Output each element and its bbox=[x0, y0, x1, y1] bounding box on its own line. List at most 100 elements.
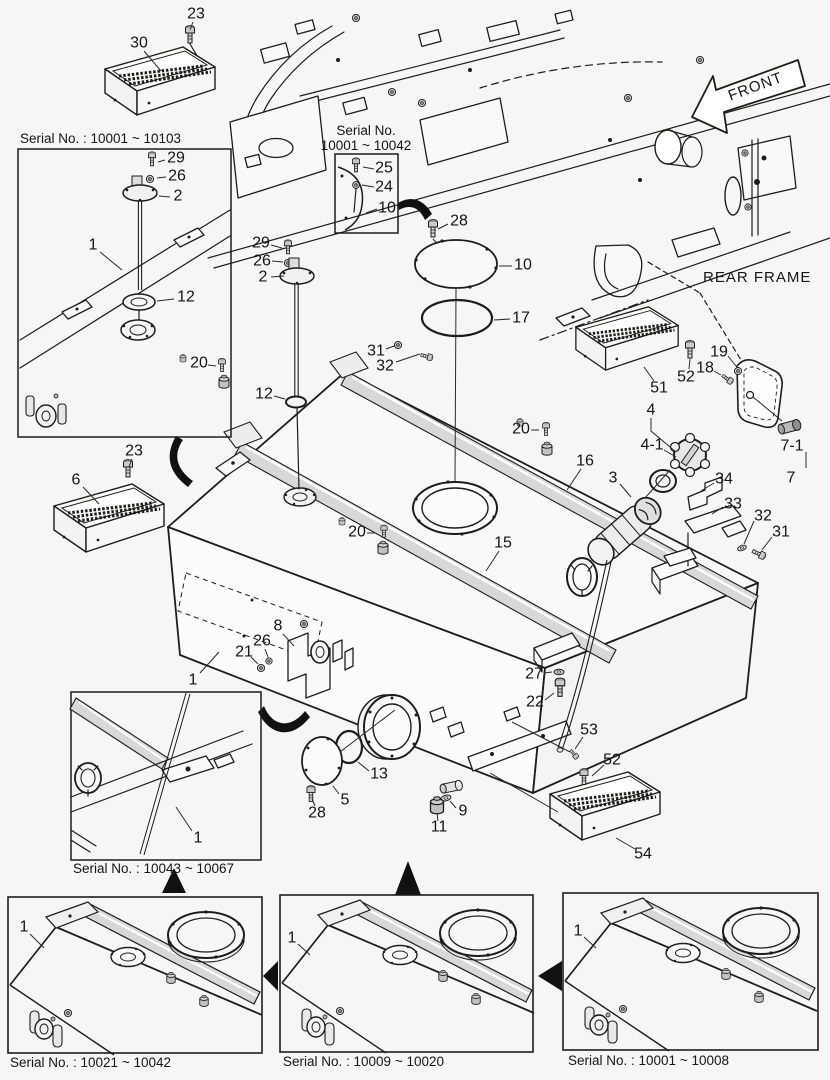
part-callout-32: 32 bbox=[754, 508, 772, 525]
leader-line-53 bbox=[574, 736, 584, 750]
part-callout-13: 13 bbox=[370, 766, 388, 783]
part-callout-20: 20 bbox=[348, 524, 366, 541]
part-callout-23: 23 bbox=[125, 443, 143, 460]
part-callout-20: 20 bbox=[512, 421, 530, 438]
leader-line-29 bbox=[270, 244, 283, 249]
leader-line-31 bbox=[761, 536, 773, 551]
part-callout-1: 1 bbox=[288, 930, 297, 947]
part-callout-52: 52 bbox=[603, 752, 621, 769]
leader-line-27 bbox=[543, 671, 553, 674]
part-callout-22: 22 bbox=[526, 694, 544, 711]
leader-line-30 bbox=[143, 50, 162, 72]
leader-line-5 bbox=[332, 785, 340, 795]
leader-line-33 bbox=[711, 506, 724, 515]
leader-line-13 bbox=[357, 761, 370, 772]
leader-line-25 bbox=[362, 166, 375, 170]
part-callout-19: 19 bbox=[710, 344, 728, 361]
part-callout-1: 1 bbox=[89, 237, 98, 254]
part-callout-16: 16 bbox=[576, 453, 594, 470]
leader-line-28 bbox=[311, 798, 316, 807]
part-callout-18: 18 bbox=[696, 360, 714, 377]
inset-cover: Serial No. 10001 ~ 10042 bbox=[321, 123, 411, 234]
leader-line-9 bbox=[449, 800, 457, 809]
serial-label-box-middle: Serial No. : 10009 ~ 10020 bbox=[283, 1054, 444, 1069]
filler-strainer-group bbox=[556, 418, 768, 753]
part-callout-11: 11 bbox=[431, 819, 448, 836]
leader-line-23 bbox=[189, 21, 194, 31]
part-callout-1: 1 bbox=[189, 672, 198, 689]
leader-line-15 bbox=[485, 550, 500, 572]
part-callout-7-1: 7-1 bbox=[780, 438, 803, 455]
part-callout-10: 10 bbox=[514, 257, 532, 274]
leader-line-51 bbox=[643, 366, 655, 382]
serial-label-cover-line2: 10001 ~ 10042 bbox=[321, 138, 411, 153]
bracket-8-group bbox=[256, 619, 354, 699]
part-callout-1: 1 bbox=[574, 923, 583, 940]
serial-label-box-left: Serial No. : 10021 ~ 10042 bbox=[10, 1055, 171, 1070]
serial-label-cover-line1: Serial No. bbox=[336, 123, 395, 138]
leader-line-2 bbox=[270, 275, 285, 278]
leader-line-1 bbox=[175, 806, 193, 832]
part-callout-28: 28 bbox=[308, 805, 326, 822]
leader-line-26 bbox=[156, 176, 167, 179]
leader-line-22 bbox=[544, 692, 555, 701]
leader-line-11 bbox=[436, 812, 439, 822]
leader-line-6 bbox=[82, 486, 100, 505]
part-callout-28: 28 bbox=[450, 213, 468, 230]
leader-line-26 bbox=[271, 260, 284, 263]
leader-line-20 bbox=[207, 364, 217, 367]
part-callout-27: 27 bbox=[525, 666, 543, 683]
step-54 bbox=[548, 770, 662, 842]
part-callout-31: 31 bbox=[772, 524, 790, 541]
leader-line-1 bbox=[297, 943, 311, 956]
part-callout-1: 1 bbox=[194, 830, 203, 847]
part-callout-30: 30 bbox=[130, 35, 148, 52]
serial-label-corner-inset: Serial No. : 10043 ~ 10067 bbox=[73, 861, 234, 876]
part-callout-12: 12 bbox=[177, 289, 195, 306]
leader-line-12 bbox=[273, 395, 286, 400]
serial-label-sensor-inset: Serial No. : 10001 ~ 10103 bbox=[20, 131, 181, 146]
leader-line-34 bbox=[700, 482, 715, 492]
part-callout-5: 5 bbox=[341, 792, 350, 809]
cover-7-group bbox=[647, 261, 807, 468]
leader-line-3 bbox=[619, 483, 632, 498]
leader-line-1 bbox=[29, 933, 45, 949]
leader-line-1 bbox=[99, 251, 123, 271]
rear-frame-art bbox=[189, 9, 830, 341]
part-callout-6: 6 bbox=[72, 472, 81, 489]
part-callout-54: 54 bbox=[634, 846, 652, 863]
leader-line-24 bbox=[361, 184, 375, 188]
cover-plate-10-and-oring-17 bbox=[393, 219, 498, 483]
part-callout-10: 10 bbox=[378, 200, 396, 217]
leader-line-8 bbox=[282, 633, 295, 647]
callout-layer: 2330292621122025241028101731322926212205… bbox=[20, 6, 804, 956]
part-callout-12: 12 bbox=[255, 386, 273, 403]
part-callout-25: 25 bbox=[375, 160, 393, 177]
fuel-tank bbox=[167, 307, 759, 813]
inset-bottom-left: Serial No. : 10021 ~ 10042 bbox=[7, 896, 262, 1070]
leader-line-52 bbox=[688, 358, 691, 370]
part-callout-26: 26 bbox=[168, 168, 186, 185]
part-callout-4-1: 4-1 bbox=[640, 437, 663, 454]
part-callout-1: 1 bbox=[20, 919, 29, 936]
inset-bottom-right: Serial No. : 10001 ~ 10008 bbox=[562, 892, 819, 1068]
leader-line-18 bbox=[713, 370, 722, 376]
part-callout-2: 2 bbox=[174, 188, 183, 205]
part-callout-15: 15 bbox=[494, 535, 512, 552]
leader-line-19 bbox=[727, 355, 737, 367]
leader-line-32 bbox=[743, 520, 755, 545]
part-callout-3: 3 bbox=[609, 470, 618, 487]
step-51 bbox=[574, 305, 680, 372]
step-6 bbox=[52, 482, 166, 554]
part-callout-17: 17 bbox=[512, 310, 530, 327]
part-callout-7: 7 bbox=[787, 470, 796, 487]
part-callout-8: 8 bbox=[274, 618, 283, 635]
leader-line-1 bbox=[583, 936, 597, 949]
leader-line-26 bbox=[264, 648, 269, 658]
step-30 bbox=[103, 45, 217, 117]
part-callout-2: 2 bbox=[259, 269, 268, 286]
leader-line-1 bbox=[199, 651, 220, 674]
inset-corner: Serial No. : 10043 ~ 10067 bbox=[69, 691, 262, 876]
